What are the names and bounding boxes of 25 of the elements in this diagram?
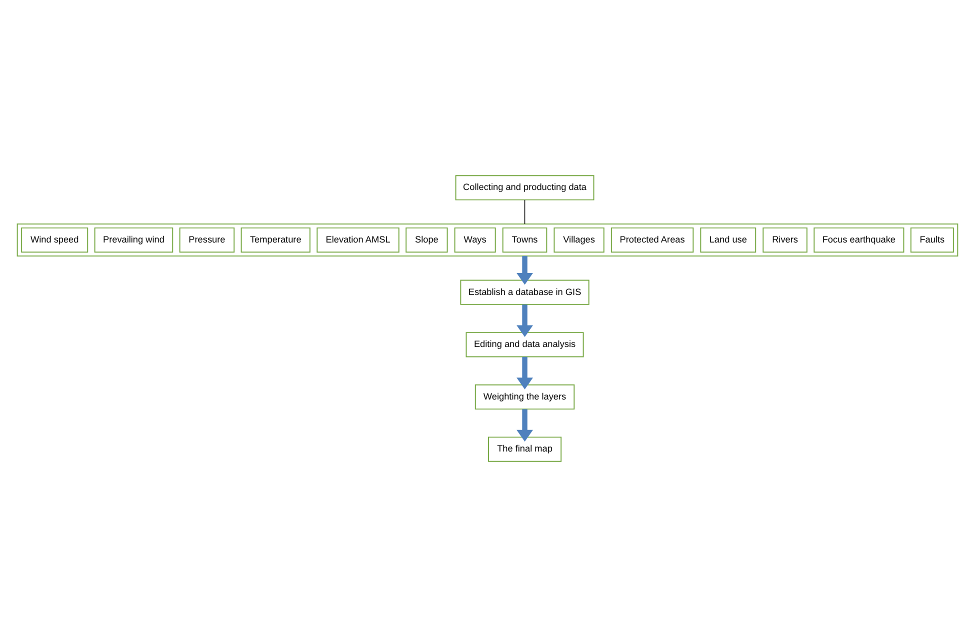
node-box: Weighting the layers (474, 384, 574, 410)
node-box: Protected Areas (610, 227, 694, 253)
node-box: The final map (488, 436, 562, 462)
connector (524, 200, 525, 224)
node-box: Ways (454, 227, 496, 253)
node-box: Villages (553, 227, 604, 253)
node-box: Slope (405, 227, 448, 253)
node-box: Editing and data analysis (465, 332, 584, 358)
node-box: Prevailing wind (94, 227, 173, 253)
node-box: Faults (910, 227, 954, 253)
node-box: Wind speed (20, 227, 88, 253)
cluster (16, 224, 958, 257)
node-box: Focus earthquake (813, 227, 904, 253)
node-box: Elevation AMSL (316, 227, 399, 253)
node-box: Collecting and producting data (454, 175, 594, 200)
node-box: Rivers (762, 227, 807, 253)
arrow (516, 409, 532, 442)
arrow (516, 356, 532, 390)
node-box: Land use (700, 227, 756, 253)
node-box: Pressure (178, 227, 234, 253)
node-box: Temperature (240, 227, 310, 253)
node-box: Towns (502, 227, 547, 253)
arrow (516, 256, 532, 285)
arrow (516, 304, 532, 338)
node-box: Establish a database in GIS (460, 280, 589, 305)
